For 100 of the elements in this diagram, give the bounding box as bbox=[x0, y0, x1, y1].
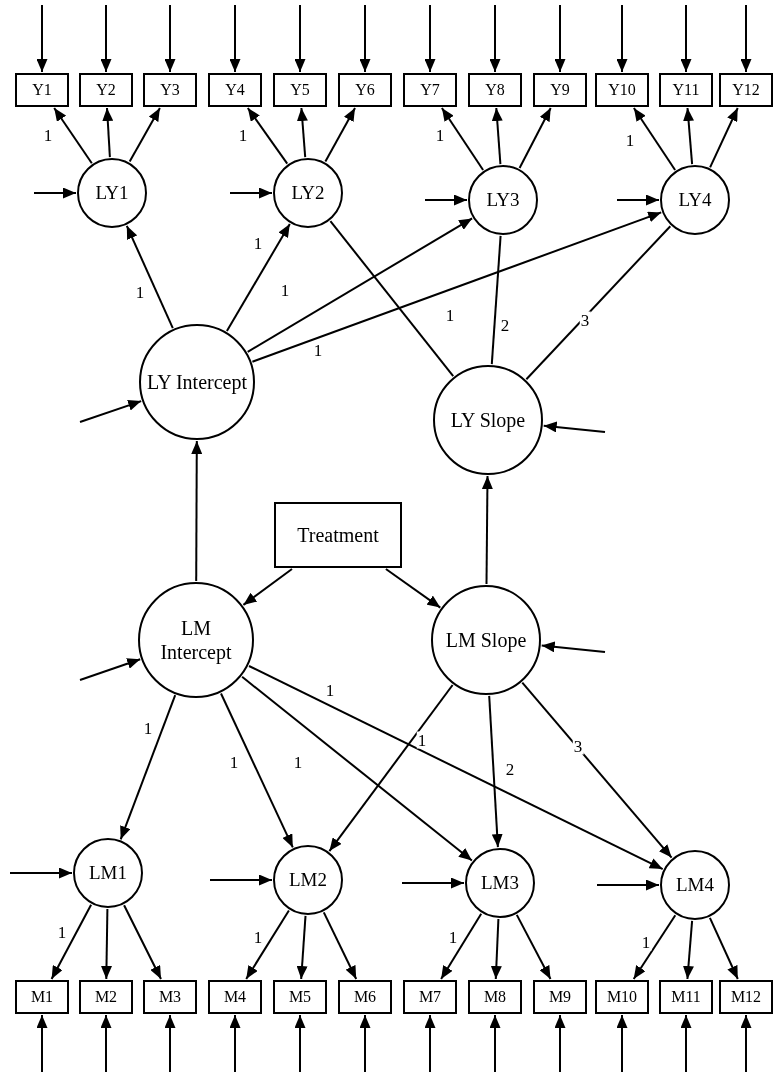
node-label: LY Slope bbox=[450, 408, 526, 432]
node-label: LY1 bbox=[95, 181, 129, 205]
node-label: M4 bbox=[223, 987, 247, 1007]
arrow bbox=[683, 107, 695, 166]
variable-box bbox=[273, 73, 327, 107]
node-label: Y5 bbox=[290, 80, 310, 100]
variable-box bbox=[143, 73, 197, 107]
arrow bbox=[229, 1014, 241, 1073]
variable-box bbox=[273, 980, 327, 1014]
node-label: LY3 bbox=[486, 188, 520, 212]
arrow bbox=[488, 694, 503, 849]
arrow bbox=[242, 568, 293, 606]
arrow bbox=[246, 107, 289, 165]
arrow bbox=[554, 4, 566, 73]
node-label: LM4 bbox=[676, 873, 714, 897]
arrow bbox=[596, 879, 660, 891]
variable-box bbox=[208, 73, 262, 107]
node-label: Y12 bbox=[732, 80, 760, 100]
arrow bbox=[521, 681, 673, 859]
arrow bbox=[359, 1014, 371, 1073]
arrow bbox=[322, 911, 358, 980]
arrow bbox=[79, 658, 142, 681]
arrow bbox=[424, 1014, 436, 1073]
arrow bbox=[191, 440, 203, 582]
arrow bbox=[708, 916, 739, 980]
arrow bbox=[680, 1014, 692, 1073]
node-label: M8 bbox=[483, 987, 507, 1007]
arrow bbox=[632, 107, 677, 171]
node-label: LM Intercept bbox=[159, 616, 233, 664]
arrow bbox=[491, 107, 503, 166]
node-label: Y6 bbox=[355, 80, 375, 100]
arrow bbox=[100, 4, 112, 73]
arrow bbox=[119, 694, 177, 841]
node-label: LY4 bbox=[678, 188, 712, 212]
variable-box bbox=[468, 980, 522, 1014]
arrow bbox=[616, 1014, 628, 1073]
edge-label: 1 bbox=[416, 731, 428, 749]
variable-box bbox=[208, 980, 262, 1014]
arrow bbox=[440, 107, 485, 171]
node-label: Y2 bbox=[96, 80, 116, 100]
arrow bbox=[515, 913, 552, 980]
arrow bbox=[616, 4, 628, 73]
arrow bbox=[125, 224, 174, 330]
arrow bbox=[384, 568, 442, 609]
arrow bbox=[220, 692, 294, 849]
node-label: Y7 bbox=[420, 80, 440, 100]
node-label: M9 bbox=[548, 987, 572, 1007]
node-label: M12 bbox=[730, 987, 762, 1007]
arrow bbox=[490, 918, 502, 980]
arrow bbox=[229, 4, 241, 73]
variable-box bbox=[468, 73, 522, 107]
node-label: M3 bbox=[158, 987, 182, 1007]
node-label: Y8 bbox=[485, 80, 505, 100]
node-label: Y9 bbox=[550, 80, 570, 100]
arrow bbox=[359, 4, 371, 73]
arrow bbox=[616, 194, 660, 206]
variable-box bbox=[595, 980, 649, 1014]
node-label: Y10 bbox=[608, 80, 636, 100]
variable-box bbox=[595, 73, 649, 107]
variable-box bbox=[719, 73, 773, 107]
node-label: LM1 bbox=[89, 861, 127, 885]
arrow bbox=[248, 665, 664, 871]
arrow bbox=[164, 4, 176, 73]
arrow bbox=[709, 107, 739, 169]
latent-circle bbox=[465, 848, 535, 918]
arrow bbox=[424, 4, 436, 73]
node-label: LY2 bbox=[291, 181, 325, 205]
arrow bbox=[294, 4, 306, 73]
variable-box bbox=[659, 73, 713, 107]
edge-label: 3 bbox=[572, 737, 584, 755]
arrow bbox=[294, 1014, 306, 1073]
node-label: M11 bbox=[671, 987, 701, 1007]
arrow bbox=[229, 187, 273, 199]
node-label: M5 bbox=[288, 987, 312, 1007]
arrow bbox=[554, 1014, 566, 1073]
arrow bbox=[225, 223, 291, 333]
variable-box bbox=[533, 980, 587, 1014]
arrow bbox=[36, 4, 48, 73]
node-label: Y11 bbox=[672, 80, 700, 100]
arrow bbox=[209, 874, 273, 886]
arrow bbox=[79, 400, 143, 423]
variable-box bbox=[79, 980, 133, 1014]
arrow bbox=[489, 4, 501, 73]
arrow bbox=[740, 4, 752, 73]
arrow bbox=[328, 684, 454, 853]
variable-box bbox=[79, 73, 133, 107]
connector-line bbox=[490, 234, 502, 366]
arrow bbox=[542, 421, 606, 433]
arrow bbox=[296, 914, 308, 980]
arrow bbox=[241, 675, 473, 862]
node-label: Treatment bbox=[297, 523, 379, 547]
arrow bbox=[489, 1014, 501, 1073]
node-label: Y3 bbox=[160, 80, 180, 100]
arrow bbox=[632, 914, 677, 980]
latent-circle bbox=[660, 850, 730, 920]
node-label: Y4 bbox=[225, 80, 245, 100]
arrow bbox=[53, 107, 93, 165]
connector-line bbox=[525, 225, 672, 381]
arrow bbox=[33, 187, 77, 199]
node-label: M6 bbox=[353, 987, 377, 1007]
